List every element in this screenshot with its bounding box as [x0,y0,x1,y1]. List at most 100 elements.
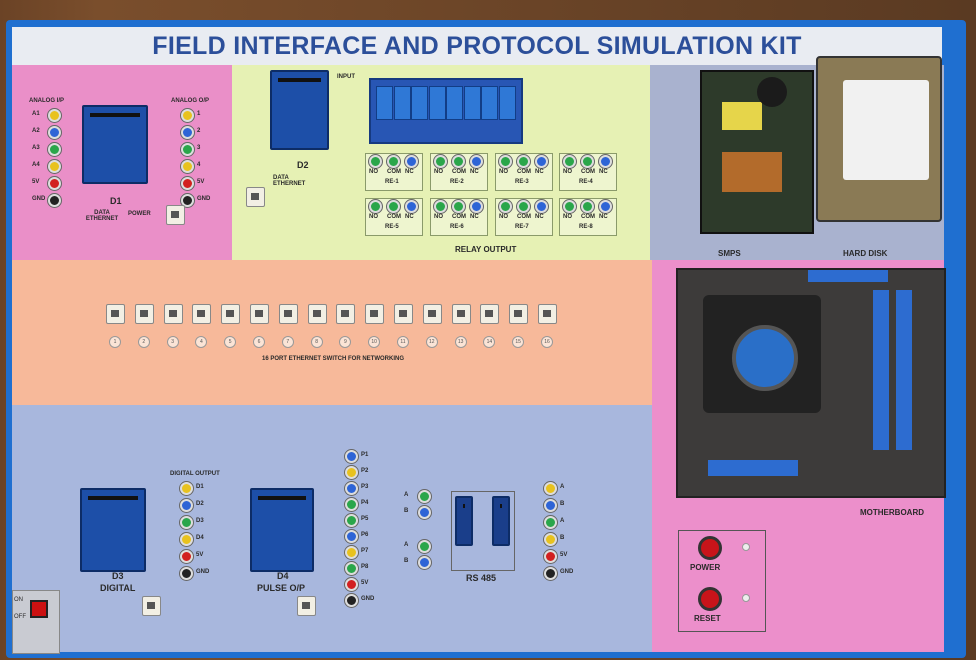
d1-input-jack-5[interactable] [48,177,61,190]
relay-6-nc-jack[interactable] [470,200,483,213]
analog-op-label: ANALOG O/P [171,98,210,104]
switch-port-12[interactable] [422,304,442,324]
d4-jack-9[interactable] [345,578,358,591]
switch-port-1[interactable] [106,304,125,324]
d1-output-jack-1[interactable] [181,109,194,122]
relay-terminal-label: COM [581,169,595,175]
relay-6-com-jack[interactable] [452,200,465,213]
relay-terminal-label: NO [434,169,443,175]
d1-input-jack-3[interactable] [48,143,61,156]
d4-jack-2[interactable] [345,466,358,479]
relay-label: RE-8 [579,224,593,230]
d3-jack-1[interactable] [180,482,193,495]
rs485-right-jack-4[interactable] [544,533,557,546]
d1-input-jack-2[interactable] [48,126,61,139]
relay-1-no-jack[interactable] [369,155,382,168]
d3-jack-2[interactable] [180,499,193,512]
relay-8-com-jack[interactable] [581,200,594,213]
relay-2-nc-jack[interactable] [470,155,483,168]
mains-switch[interactable] [30,600,48,618]
d4-ethernet-port[interactable] [297,596,316,616]
rs485-left-jack-4[interactable] [418,556,431,569]
d1-output-pin-label: 1 [197,111,201,117]
relay-7-nc-jack[interactable] [535,200,548,213]
d1-ethernet-port[interactable] [166,205,185,225]
switch-port-3[interactable] [163,304,183,324]
relay-3-com-jack[interactable] [517,155,530,168]
d1-output-jack-3[interactable] [181,143,194,156]
switch-port-11[interactable] [394,304,413,324]
switch-port-14[interactable] [480,304,500,324]
d1-arduino-board [82,105,148,184]
d1-input-jack-6[interactable] [48,194,61,207]
rs485-right-jack-6[interactable] [544,567,557,580]
d3-jack-6[interactable] [180,567,193,580]
switch-port-7[interactable] [278,304,298,324]
relay-3-no-jack[interactable] [499,155,512,168]
switch-port-4[interactable] [192,304,212,324]
relay-2-com-jack[interactable] [452,155,465,168]
d4-jack-4[interactable] [345,498,358,511]
relay-1-com-jack[interactable] [387,155,400,168]
relay-3-nc-jack[interactable] [535,155,548,168]
d1-output-jack-6[interactable] [181,194,194,207]
switch-port-2[interactable] [134,304,154,324]
switch-port-number: 5 [224,336,237,348]
d1-output-jack-4[interactable] [181,160,194,173]
rs485-right-pin-label: A [560,518,565,524]
d4-jack-3[interactable] [345,482,358,495]
relay-8-nc-jack[interactable] [599,200,612,213]
d4-jack-1[interactable] [345,450,358,463]
d3-ethernet-port[interactable] [142,596,161,616]
d1-output-jack-5[interactable] [181,177,194,190]
switch-port-9[interactable] [336,304,356,324]
d3-jack-3[interactable] [180,516,193,529]
d2-ethernet-port[interactable] [246,187,265,207]
reset-button[interactable] [698,587,722,611]
switch-port-8[interactable] [307,304,327,324]
d1-output-jack-2[interactable] [181,126,194,139]
switch-port-13[interactable] [451,304,471,324]
d3-label: D3 [112,571,124,581]
relay-terminal-label: NO [369,214,378,220]
relay-7-com-jack[interactable] [517,200,530,213]
switch-port-15[interactable] [509,304,529,324]
switch-port-16[interactable] [538,304,557,324]
relay-5-nc-jack[interactable] [405,200,418,213]
switch-port-10[interactable] [365,304,385,324]
switch-port-6[interactable] [250,304,269,324]
relay-5-com-jack[interactable] [387,200,400,213]
power-button[interactable] [698,536,722,560]
d4-jack-7[interactable] [345,546,358,559]
relay-4-nc-jack[interactable] [599,155,612,168]
d4-jack-5[interactable] [345,514,358,527]
d1-input-jack-1[interactable] [48,109,61,122]
relay-8-no-jack[interactable] [563,200,576,213]
d3-jack-5[interactable] [180,550,193,563]
relay-6-no-jack[interactable] [434,200,447,213]
rs485-left-jack-2[interactable] [418,506,431,519]
relay-7-no-jack[interactable] [499,200,512,213]
rs485-right-jack-2[interactable] [544,499,557,512]
rs485-left-jack-3[interactable] [418,540,431,553]
d1-input-jack-4[interactable] [48,160,61,173]
d4-jack-8[interactable] [345,562,358,575]
d3-pin-label: 5V [196,552,204,558]
rs485-left-jack-1[interactable] [418,490,431,503]
switch-port-5[interactable] [221,304,241,324]
d3-jack-4[interactable] [180,533,193,546]
d4-jack-10[interactable] [345,594,358,607]
rs485-box [451,491,515,571]
rs485-right-jack-1[interactable] [544,482,557,495]
relay-4-no-jack[interactable] [563,155,576,168]
relay-5-no-jack[interactable] [369,200,382,213]
rs485-right-jack-5[interactable] [544,550,557,563]
relay-2-no-jack[interactable] [434,155,447,168]
relay-1-nc-jack[interactable] [405,155,418,168]
relay-4-com-jack[interactable] [581,155,594,168]
d2-input-label: INPUT [337,74,355,80]
rs485-right-jack-3[interactable] [544,516,557,529]
d4-jack-6[interactable] [345,530,358,543]
rs485-right-pin-label: GND [560,569,574,575]
d3-pin-label: D1 [196,484,204,490]
